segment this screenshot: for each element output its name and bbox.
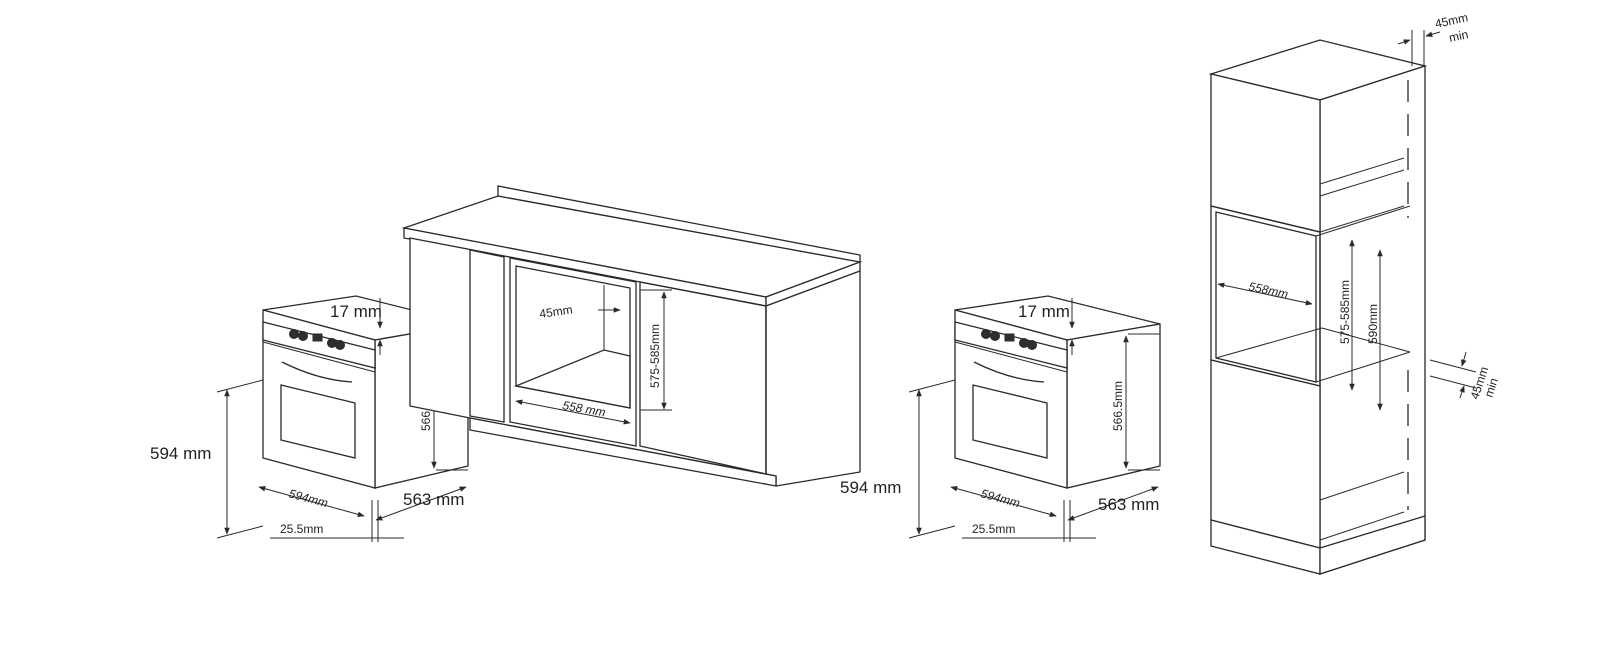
oven-right-panel-depth-label: 17 mm <box>1018 302 1070 321</box>
oven-right-width-label: 594mm <box>979 486 1021 510</box>
cabinet-gap-label: 45mm <box>538 302 573 321</box>
oven-window <box>972 384 1048 459</box>
oven-handle-icon <box>973 361 1045 383</box>
tall-side-clearance-note: min <box>1482 376 1501 399</box>
oven-left-depth-label: 563 mm <box>403 490 464 509</box>
oven-right-height-label: 594 mm <box>840 478 901 497</box>
control-knobs-icon <box>289 329 345 350</box>
oven-left-door-offset-label: 25.5mm <box>280 522 323 536</box>
cabinet-under-counter: 45mm 558 mm 575-585mm <box>401 185 863 487</box>
oven-right-depth-label: 563 mm <box>1098 495 1159 514</box>
oven-right-panel-height-label: 566.5mm <box>1111 381 1125 431</box>
cabinet-niche-height-label: 575-585mm <box>648 324 662 388</box>
oven-left-width-label: 594mm <box>287 486 329 510</box>
oven-window <box>280 384 356 459</box>
tall-top-clearance-label: 45mm <box>1434 10 1470 31</box>
tall-oven-height-label: 590mm <box>1366 304 1380 344</box>
oven-left-panel-depth-label: 17 mm <box>330 302 382 321</box>
oven-left-height-label: 594 mm <box>150 444 211 463</box>
oven-right: 594 mm 594mm 563 mm 566.5mm 17 mm 25.5mm <box>840 295 1161 542</box>
tall-top-clearance-note: min <box>1448 27 1470 45</box>
tall-niche-height-label: 575-585mm <box>1338 280 1352 344</box>
tall-niche-width-label: 558mm <box>1247 279 1289 301</box>
oven-right-door-offset-label: 25.5mm <box>972 522 1015 536</box>
tall-cabinet: 45mm min 558mm 575-585mm 590mm 45mm min <box>1208 10 1501 575</box>
oven-handle-icon <box>281 361 353 383</box>
control-knobs-icon <box>981 329 1037 350</box>
